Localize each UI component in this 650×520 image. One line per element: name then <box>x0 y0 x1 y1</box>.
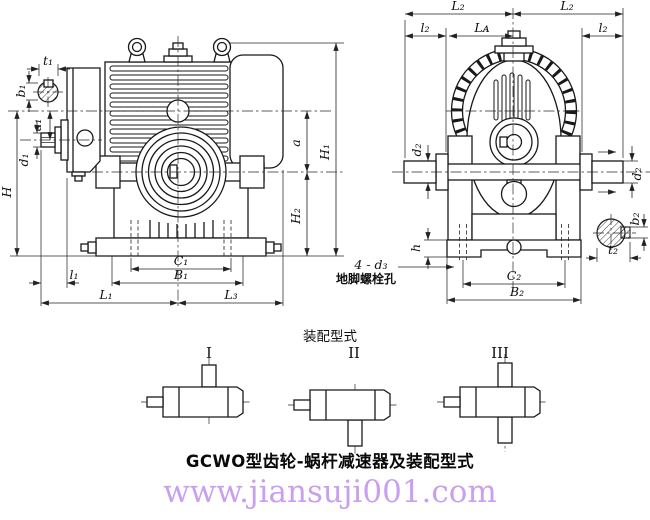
side-view-dimensions: L₂ L₂ l₂ Lᴀ l₂ d₂ d₂ h <box>336 0 644 304</box>
output-key-detail: b₂ t₂ <box>586 212 648 262</box>
side-view-centerlines <box>392 8 650 292</box>
anchor-bolt-right <box>265 241 275 254</box>
dim-label-b1: b₁ <box>13 84 28 97</box>
front-view-dimensions: a₁ d₁ H a H₂ H₁ l₁ L₁ L₃ C₁ <box>0 42 344 306</box>
dim-label-H: H <box>0 185 14 198</box>
dim-label-B2: B₂ <box>509 284 524 299</box>
assembly-title: 装配型式 <box>303 329 357 345</box>
dim-label-b2: b₂ <box>627 212 642 225</box>
top-breather <box>507 30 521 39</box>
assembly-type-3-label: III <box>491 344 509 362</box>
assembly-type-1: I <box>141 344 252 424</box>
dim-label-l1: l₁ <box>69 267 78 282</box>
side-view: L₂ L₂ l₂ Lᴀ l₂ d₂ d₂ h <box>336 0 650 304</box>
dim-label-a: a <box>288 139 303 146</box>
input-key-detail: t₁ b₁ <box>13 53 70 112</box>
dim-label-H2: H₂ <box>288 208 303 225</box>
dim-label-d2-right: d₂ <box>629 167 644 180</box>
dim-label-a1: a₁ <box>29 119 44 131</box>
dim-label-B1: B₁ <box>173 267 188 282</box>
dim-label-L2-right: L₂ <box>559 0 573 13</box>
watermark: www.jiansuji001.com <box>163 474 497 510</box>
assembly-section: 装配型式 I II III <box>141 329 548 456</box>
assembly-type-1-label: I <box>206 344 212 362</box>
dim-label-h: h <box>408 244 423 252</box>
dim-label-d2-left: d₂ <box>409 143 424 156</box>
dim-label-LA: Lᴀ <box>473 20 489 35</box>
dim-label-t2: t₂ <box>608 242 618 257</box>
front-view-housing <box>40 37 284 259</box>
dim-label-L2-left: L₂ <box>450 0 464 13</box>
assembly-type-2-label: II <box>348 344 360 362</box>
anchor-bolt-left <box>87 241 97 254</box>
figure-caption: GCWO型齿轮-蜗杆减速器及装配型式 <box>186 451 474 471</box>
dim-label-l2-right: l₂ <box>598 20 607 35</box>
dim-label-C1: C₁ <box>174 253 189 268</box>
dim-label-l2-left: l₂ <box>420 20 429 35</box>
side-view-housing <box>403 30 624 260</box>
bolt-count-note: 4 - d₃ <box>353 257 387 272</box>
front-view: t₁ b₁ a₁ d₁ H a <box>0 36 345 308</box>
end-cover <box>229 54 284 169</box>
drain-plug <box>74 175 83 182</box>
dim-label-C2: C₂ <box>507 268 522 283</box>
dim-label-L1: L₁ <box>98 287 112 302</box>
side-cover <box>66 67 101 173</box>
output-keyway <box>169 164 178 179</box>
dim-label-d1: d₁ <box>16 153 31 166</box>
dim-label-t1: t₁ <box>43 53 53 68</box>
dim-label-H1: H₁ <box>317 144 332 161</box>
dim-label-L3: L₃ <box>223 287 237 302</box>
assembly-type-3: III <box>437 344 548 452</box>
bolt-hole-label: 地脚螺栓孔 <box>336 271 396 286</box>
assembly-type-2: II <box>288 344 399 456</box>
front-view-centerlines <box>8 36 345 308</box>
